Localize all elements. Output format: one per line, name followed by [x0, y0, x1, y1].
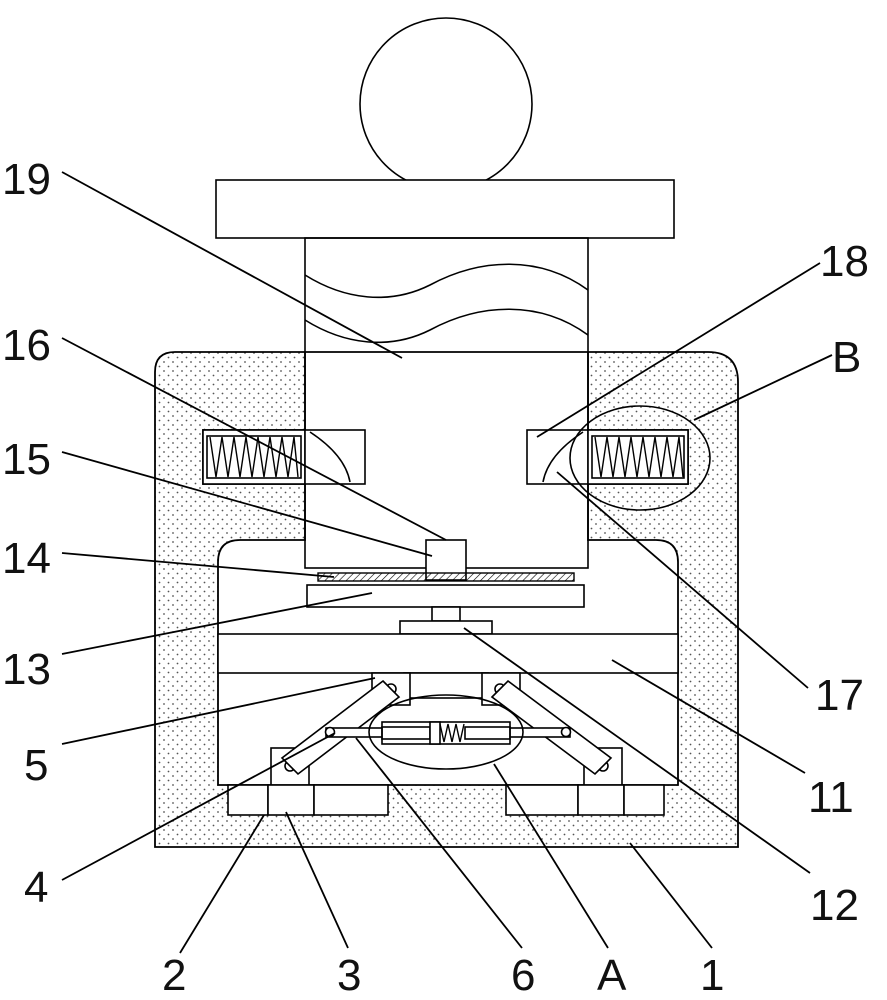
label-13: 13: [2, 645, 51, 694]
leader-5: [61, 677, 376, 745]
label-16: 16: [2, 321, 51, 370]
detail-a-spring-block: [429, 721, 441, 745]
foot-right-end: [505, 784, 579, 816]
slide-plate: [217, 633, 679, 674]
label-3: 3: [337, 951, 361, 1000]
label-18: 18: [820, 237, 869, 286]
leader-17: [556, 471, 809, 689]
hatched-pad: [317, 572, 575, 582]
leader-19: [61, 171, 403, 359]
left-spring-inner: [206, 435, 302, 479]
leader-13: [61, 592, 373, 655]
leader-14: [61, 552, 335, 578]
label-12: 12: [810, 881, 859, 930]
column: [304, 237, 589, 569]
foot-right-inner: [577, 784, 625, 816]
label-17: 17: [815, 671, 864, 720]
leader-11: [611, 659, 806, 774]
right-clamp-block: [526, 429, 589, 485]
label-b: B: [832, 333, 861, 382]
left-clamp-arc: [309, 431, 351, 483]
support-platform: [306, 584, 585, 608]
leader-12: [463, 627, 811, 874]
left-clamp-block: [304, 429, 366, 485]
top-ball: [359, 17, 533, 191]
rod-end-right: [560, 726, 572, 738]
leader-2: [179, 814, 265, 954]
label-a: A: [597, 951, 627, 1000]
foot-left-end: [313, 784, 389, 816]
leader-b: [693, 354, 833, 421]
column-break-line-bottom: [304, 308, 589, 344]
label-1: 1: [700, 951, 724, 1000]
top-plate: [215, 179, 675, 239]
detail-a-piston-right: [464, 726, 511, 740]
label-6: 6: [511, 951, 535, 1000]
label-5: 5: [24, 741, 48, 790]
detail-b-ellipse: [569, 405, 711, 511]
support-post-base: [399, 620, 493, 635]
left-spring: [209, 436, 299, 478]
leader-6: [355, 737, 523, 949]
label-4: 4: [24, 863, 48, 912]
foot-left-outer: [227, 784, 269, 816]
right-spring: [594, 436, 684, 478]
leader-18: [536, 262, 821, 438]
part-labels: 19 18 16 B 15 14 13 17 5 11 4 12 2 3 6 A…: [2, 155, 869, 1000]
column-break-line-top: [304, 263, 589, 299]
label-15: 15: [2, 435, 51, 484]
leader-a: [493, 763, 609, 949]
detail-a-ellipse: [368, 694, 524, 770]
label-2: 2: [162, 951, 186, 1000]
center-stem: [403, 672, 489, 699]
label-14: 14: [2, 534, 51, 583]
foot-right-outer: [623, 784, 665, 816]
leader-3: [285, 811, 349, 949]
detail-a-spring: [439, 723, 465, 743]
leader-1: [629, 842, 713, 949]
leader-16: [61, 337, 447, 541]
foot-left-inner: [267, 784, 315, 816]
label-19: 19: [2, 155, 51, 204]
housing-body: [154, 351, 739, 848]
leader-4: [61, 732, 336, 881]
right-spring-inner: [591, 435, 685, 479]
label-11: 11: [808, 773, 854, 822]
support-post: [431, 606, 461, 622]
leader-lines: [61, 171, 833, 954]
leader-15: [61, 451, 433, 557]
